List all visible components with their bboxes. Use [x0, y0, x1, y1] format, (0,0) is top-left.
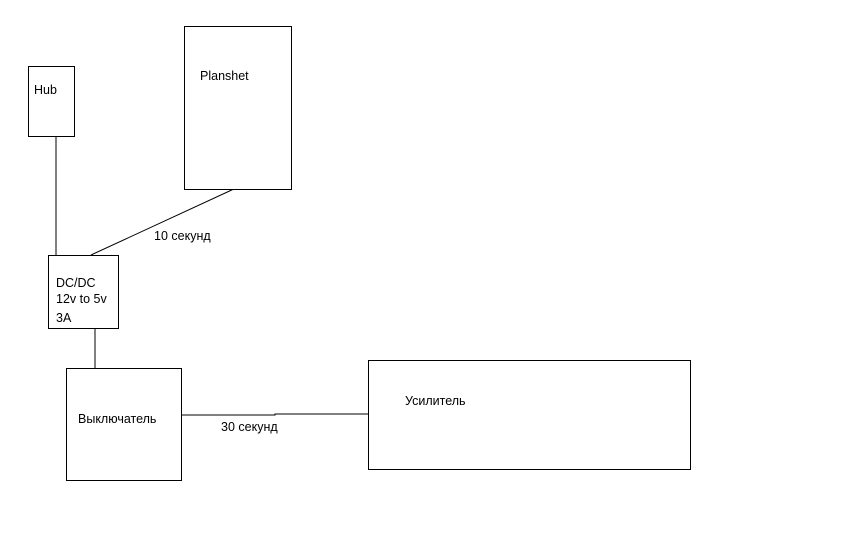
amplifier-label: Усилитель	[405, 394, 466, 408]
planshet-label: Planshet	[200, 69, 249, 83]
dcdc-line-2: 12v to 5v	[56, 292, 107, 306]
hub-block: Hub	[28, 66, 75, 137]
dcdc-line-1: DC/DC	[56, 276, 96, 290]
amplifier-block: Усилитель	[368, 360, 691, 470]
dcdc-block: DC/DC 12v to 5v 3A	[48, 255, 119, 329]
hub-label: Hub	[34, 83, 57, 97]
connection-label-10: 10 секунд	[154, 229, 211, 243]
planshet-block: Planshet	[184, 26, 292, 190]
connection-label-30: 30 секунд	[221, 420, 278, 434]
switch-block: Выключатель	[66, 368, 182, 481]
dcdc-line-3: 3A	[56, 311, 72, 325]
switch-label: Выключатель	[78, 412, 156, 426]
wire-dcdc-planshet	[90, 187, 237, 256]
wire-switch-amplifier	[181, 413, 368, 416]
